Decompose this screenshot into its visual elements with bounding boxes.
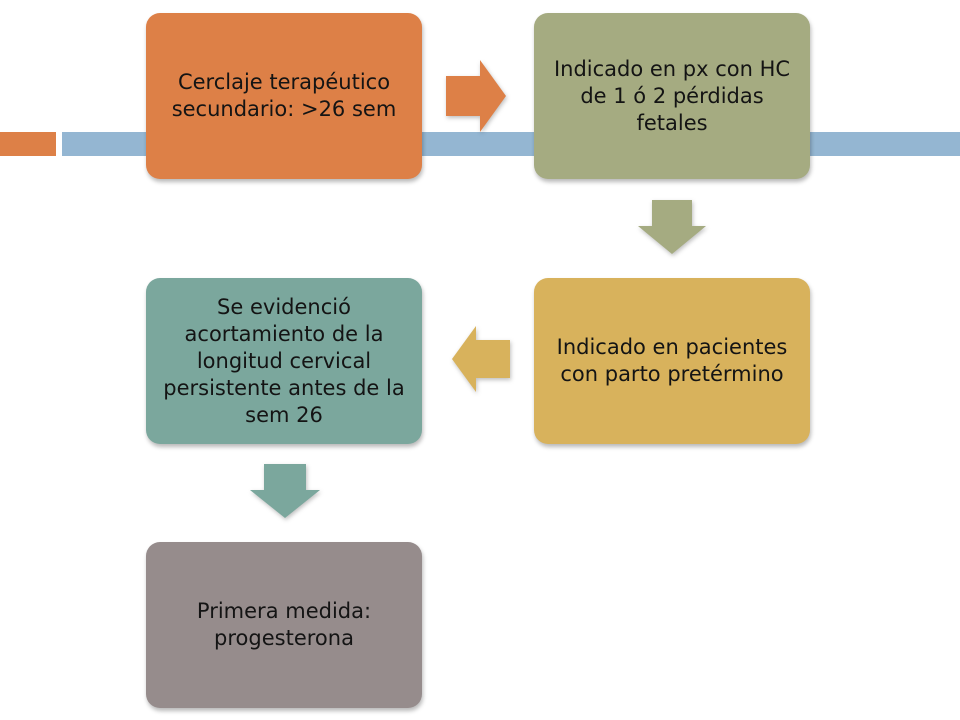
flow-step-3: Indicado en pacientes con parto pretérmi… — [534, 278, 810, 444]
arrow-right-icon — [446, 60, 506, 132]
arrow-down-icon — [638, 200, 706, 254]
flow-step-4-label: Se evidenció acortamiento de la longitud… — [163, 294, 405, 427]
arrow-left-icon — [452, 326, 510, 392]
flow-step-2: Indicado en px con HC de 1 ó 2 pérdidas … — [534, 13, 810, 179]
accent-bar-orange — [0, 132, 56, 156]
flow-step-5: Primera medida: progesterona — [146, 542, 422, 708]
flow-step-1-label: Cerclaje terapéutico secundario: >26 sem — [171, 70, 397, 121]
flow-step-5-label: Primera medida: progesterona — [196, 599, 372, 650]
flow-step-3-label: Indicado en pacientes con parto pretérmi… — [556, 335, 788, 386]
flow-step-4: Se evidenció acortamiento de la longitud… — [146, 278, 422, 444]
arrow-down-icon — [250, 464, 320, 518]
flow-step-1: Cerclaje terapéutico secundario: >26 sem — [146, 13, 422, 179]
flow-step-2-label: Indicado en px con HC de 1 ó 2 pérdidas … — [553, 56, 791, 135]
